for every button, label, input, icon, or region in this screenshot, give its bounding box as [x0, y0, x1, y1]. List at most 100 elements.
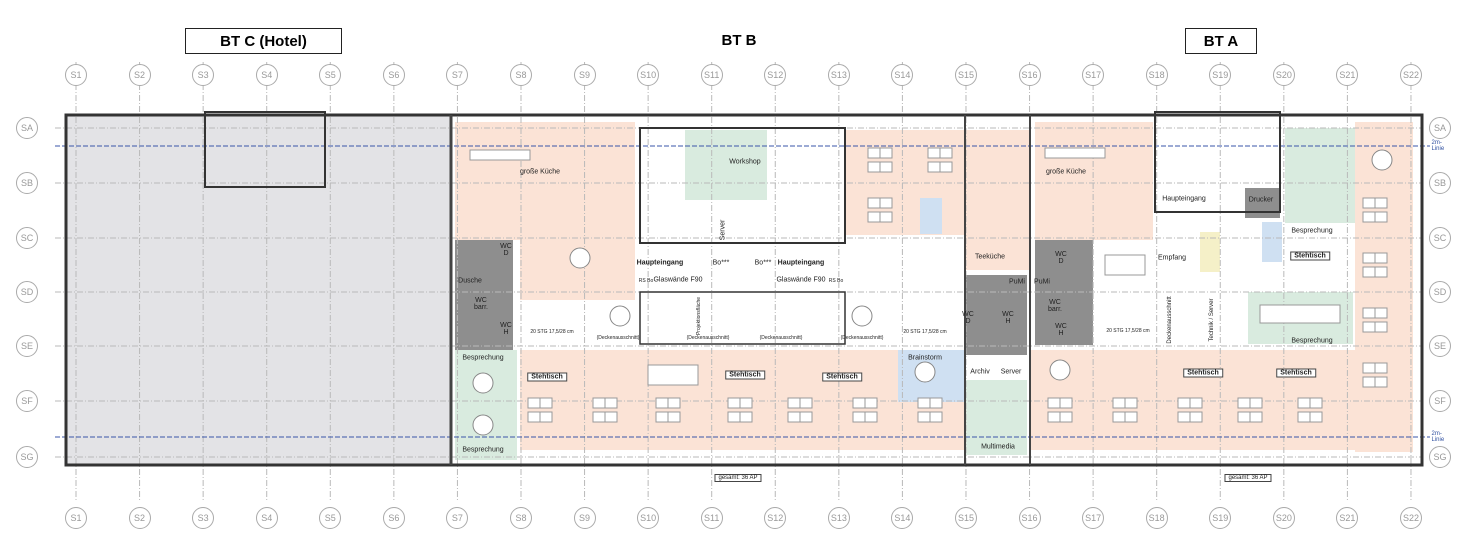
axis-row-right-SE: SE	[1429, 335, 1451, 357]
label-glass-right: Glaswände F90	[776, 276, 826, 284]
axis-column-top-S13: S13	[827, 64, 850, 86]
desk	[879, 211, 893, 223]
round-table	[609, 305, 631, 327]
axis-column-bottom-S15: S15	[954, 507, 977, 529]
desk	[1249, 397, 1263, 409]
axis-column-bottom-S3: S3	[192, 507, 215, 529]
multimedia-zone	[965, 380, 1027, 455]
desk	[1047, 411, 1061, 423]
room-kitchen-b: große Küche	[519, 168, 561, 176]
standing-table-b-3: Stehtisch	[822, 372, 862, 382]
axis-column-top-S11: S11	[700, 64, 723, 86]
axis-column-bottom-S1: S1	[65, 507, 87, 529]
desk	[604, 397, 618, 409]
desk	[539, 411, 553, 423]
desk	[1374, 307, 1388, 319]
atrium-b	[639, 291, 846, 345]
axis-row-right-SF: SF	[1429, 390, 1451, 412]
desk	[1374, 362, 1388, 374]
room-wc-h-b: WC H	[500, 322, 512, 336]
desk	[879, 197, 893, 209]
title-bt-c-hotel: BT C (Hotel)	[185, 28, 342, 54]
desk	[1177, 397, 1191, 409]
room-multimedia: Multimedia	[981, 443, 1015, 451]
desk	[939, 161, 953, 173]
desk	[1374, 376, 1388, 388]
desk	[1362, 211, 1376, 223]
axis-row-left-SD: SD	[16, 281, 38, 303]
axis-column-bottom-S10: S10	[637, 507, 660, 529]
core-a	[1154, 111, 1281, 213]
wc-block-mid	[965, 275, 1027, 355]
room-reception: Empfang	[1157, 254, 1187, 262]
long-table	[469, 149, 531, 161]
room-tech-server: Technik / Server	[1209, 298, 1215, 342]
desk	[655, 411, 669, 423]
desk	[1124, 411, 1138, 423]
label-stair-2: 20 STG 17,5/28 cm	[903, 329, 947, 335]
long-table	[1044, 147, 1106, 159]
office-zone-a	[1030, 350, 1390, 450]
axis-column-top-S8: S8	[509, 64, 532, 86]
desk	[1362, 252, 1376, 264]
standing-table-a-1: Stehtisch	[1183, 368, 1223, 378]
desk	[927, 161, 941, 173]
round-table	[914, 361, 936, 383]
axis-row-left-SA: SA	[16, 117, 38, 139]
desk	[917, 411, 931, 423]
desk	[799, 411, 813, 423]
desk	[1362, 376, 1376, 388]
label-ceiling-2: (Deckenausschnitt)	[686, 335, 730, 341]
label-bo-left: Bo***	[712, 259, 730, 267]
building-outline	[64, 113, 1424, 467]
core-b	[639, 127, 846, 244]
label-projection: Projektionsfläche	[696, 296, 702, 336]
axis-column-bottom-S2: S2	[128, 507, 151, 529]
round-table	[1371, 149, 1393, 171]
round-table	[569, 247, 591, 269]
axis-column-top-S1: S1	[65, 64, 87, 86]
room-tea-kitchen: Teeküche	[975, 253, 1005, 261]
meeting-zone-a-top	[1285, 128, 1355, 223]
2m-line-label-top: 2m-Linie	[1431, 140, 1445, 152]
desk	[939, 147, 953, 159]
axis-column-top-S19: S19	[1209, 64, 1232, 86]
meeting-zone-b	[455, 350, 517, 460]
axis-column-top-S15: S15	[954, 64, 977, 86]
phone-booth-a	[1262, 222, 1282, 262]
axis-column-top-S22: S22	[1399, 64, 1422, 86]
desk	[739, 397, 753, 409]
axis-column-top-S20: S20	[1272, 64, 1295, 86]
total-workplaces-a: gesamt: 36 AP	[1224, 474, 1272, 482]
desk	[667, 411, 681, 423]
desk	[1374, 266, 1388, 278]
desk	[1177, 411, 1191, 423]
desk	[1237, 411, 1251, 423]
desk	[1309, 397, 1323, 409]
room-wc-d-b: WC D	[500, 243, 512, 257]
desk	[1059, 411, 1073, 423]
axis-column-top-S10: S10	[637, 64, 660, 86]
axis-row-left-SB: SB	[16, 172, 38, 194]
room-server-b: Server	[719, 219, 727, 241]
desk	[655, 397, 669, 409]
axis-row-right-SD: SD	[1429, 281, 1451, 303]
standing-table-b-2: Stehtisch	[725, 370, 765, 380]
axis-column-bottom-S19: S19	[1209, 507, 1232, 529]
desk	[527, 397, 541, 409]
axis-column-bottom-S6: S6	[382, 507, 405, 529]
room-archive: Archiv	[970, 368, 990, 376]
desk	[592, 411, 606, 423]
room-entrance-a: Haupteingang	[1162, 195, 1206, 203]
desk	[799, 397, 813, 409]
kitchen-zone-a	[1035, 122, 1153, 240]
reception-desk-zone	[1200, 232, 1220, 272]
standing-table-a-2: Stehtisch	[1276, 368, 1316, 378]
axis-column-bottom-S4: S4	[255, 507, 278, 529]
desk	[879, 147, 893, 159]
label-rs-right: RS Bo	[828, 278, 844, 284]
axis-column-bottom-S14: S14	[891, 507, 914, 529]
label-glass-left: Glaswände F90	[653, 276, 703, 284]
axis-row-left-SF: SF	[16, 390, 38, 412]
axis-row-right-SC: SC	[1429, 227, 1451, 249]
